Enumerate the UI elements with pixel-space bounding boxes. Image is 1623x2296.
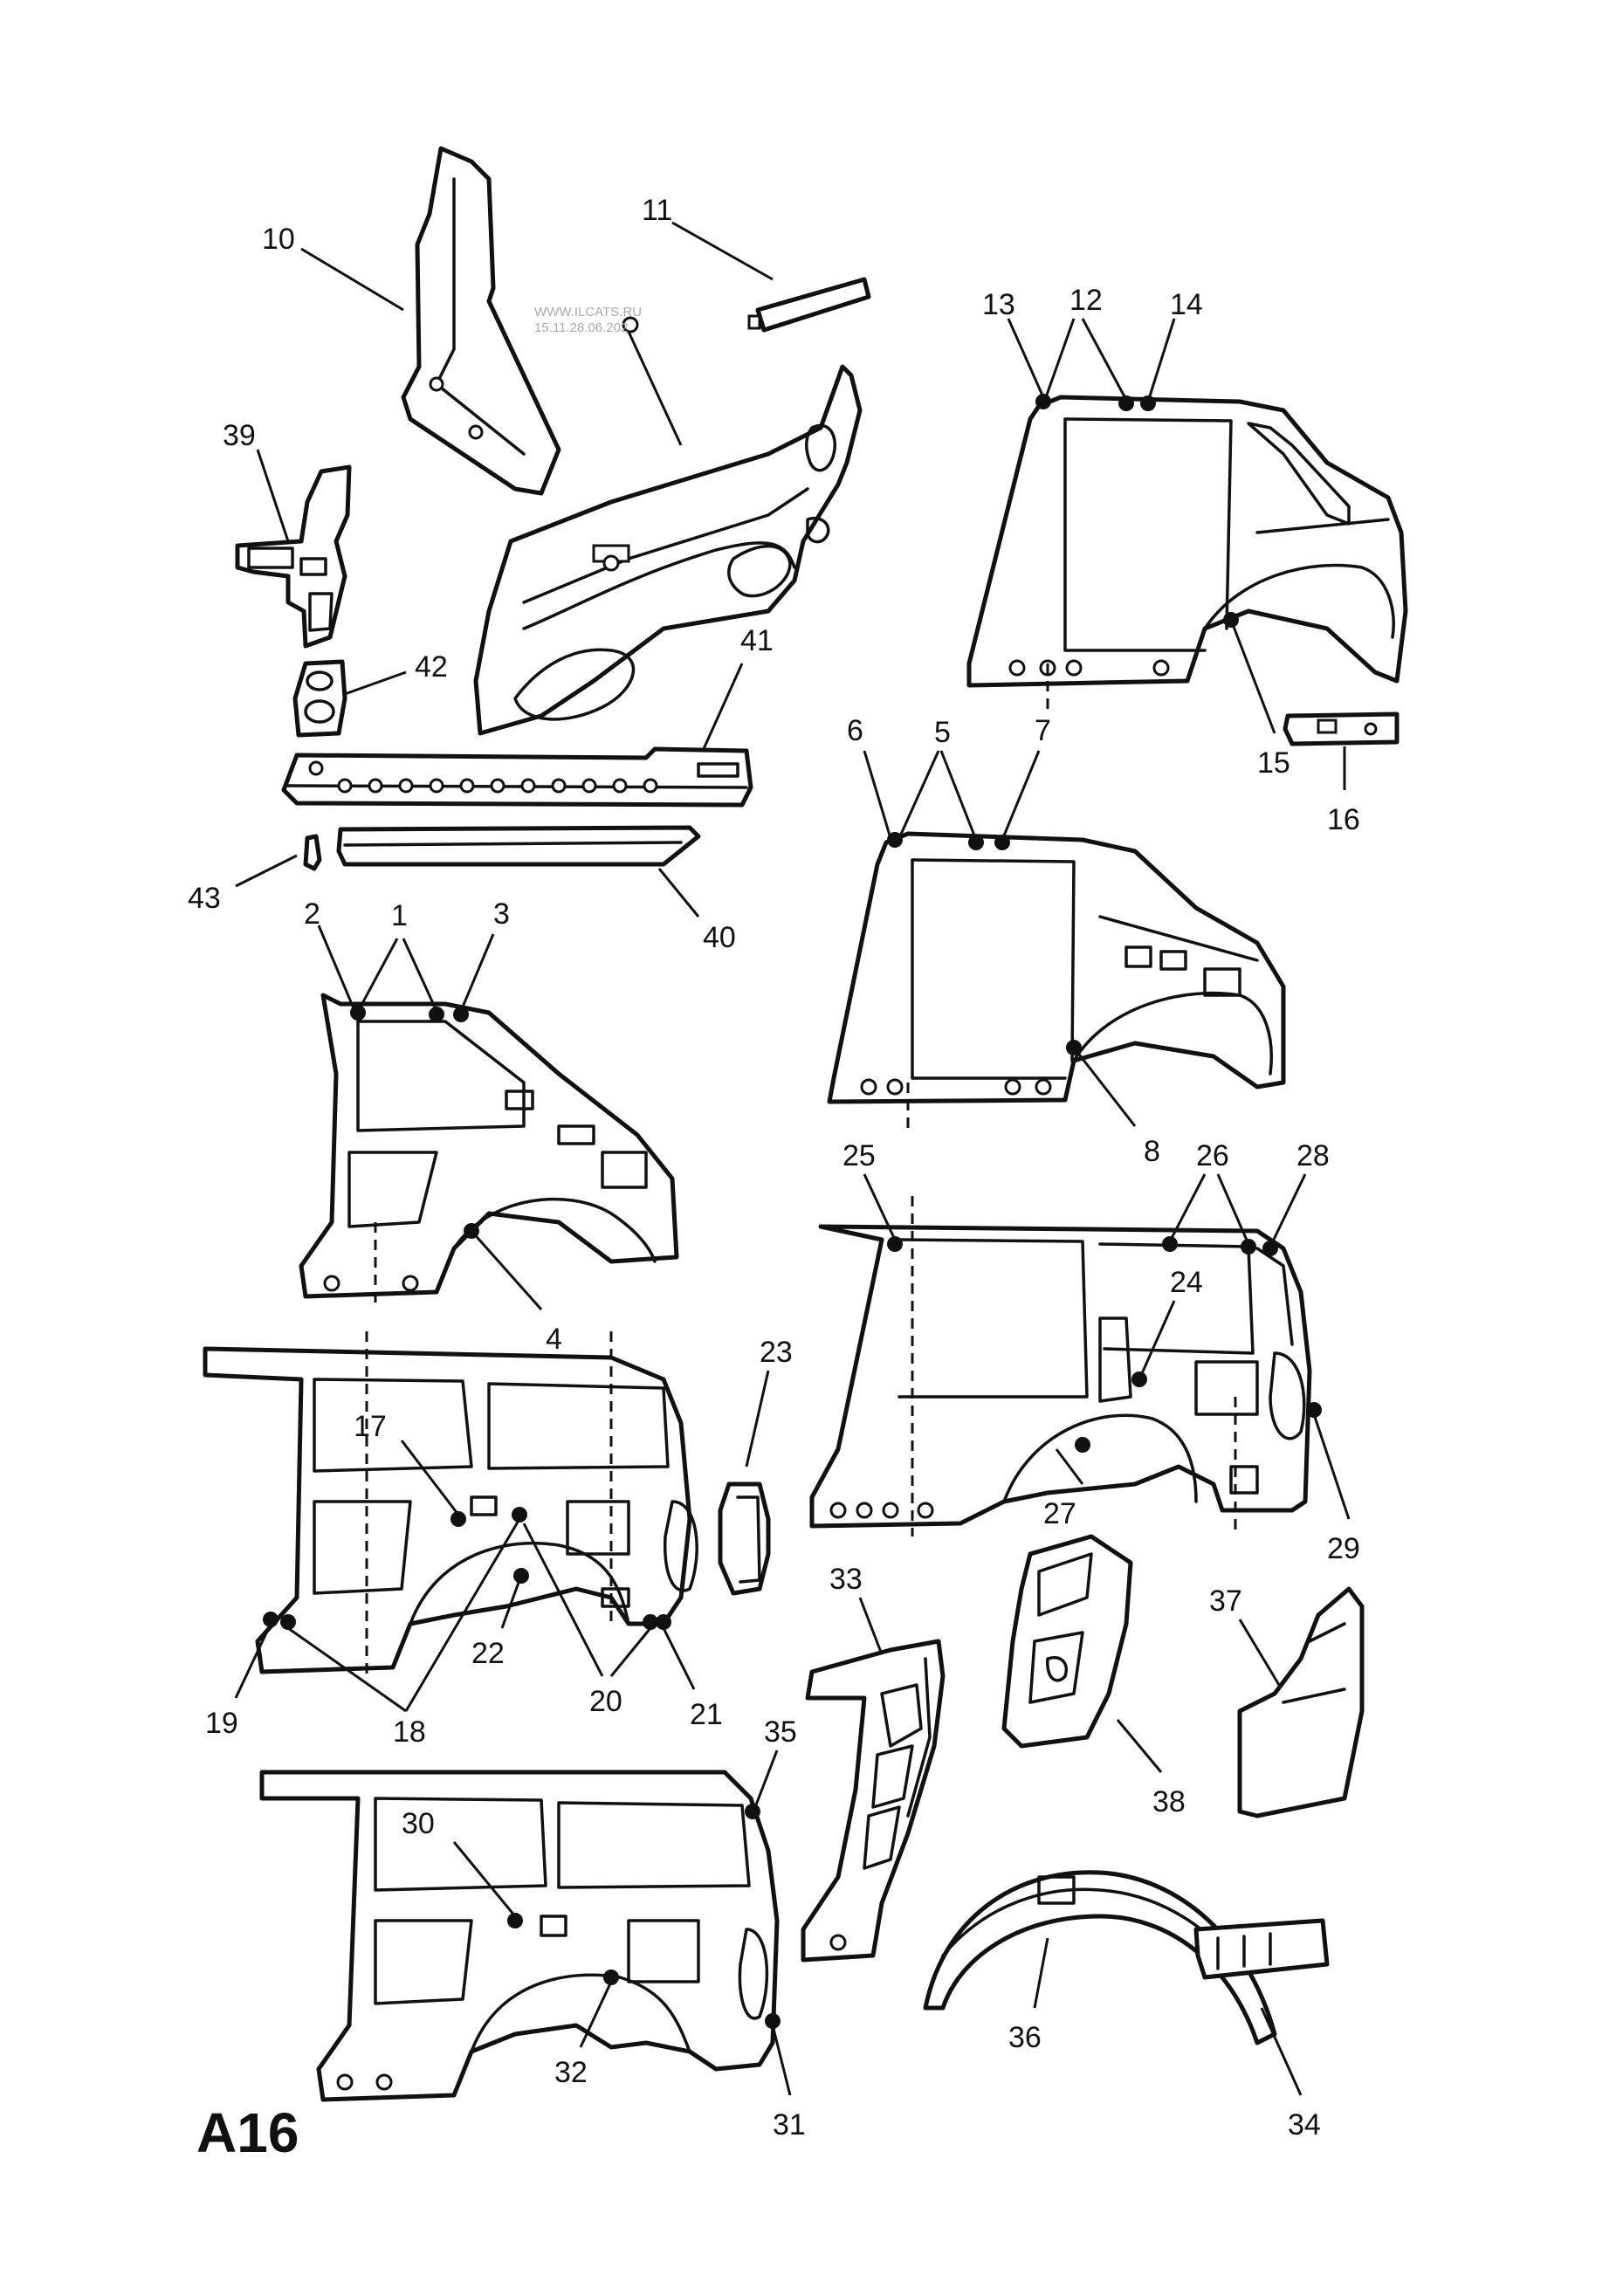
callout-34: 34 [1288,2108,1321,2141]
part-34-bracket [1193,1918,1330,1980]
callout-31: 31 [773,2108,806,2141]
leader-lines [234,221,1351,2096]
callout-21: 21 [690,1698,723,1731]
callout-18: 18 [393,1715,426,1749]
part-40-sill-lower [336,825,701,867]
callout-33: 33 [829,1563,863,1596]
body-side-e [203,1331,698,1676]
callout-26: 26 [1196,1139,1229,1172]
callout-35: 35 [764,1715,797,1749]
body-side-f [259,1770,780,2102]
part-38-inner-brace [1001,1534,1133,1749]
part-23-housing [718,1481,771,1596]
callout-42: 42 [415,650,448,684]
watermark-line-1: WWW.ILCATS.RU [534,305,642,320]
callout-2: 2 [304,897,320,931]
callout-22: 22 [471,1637,505,1670]
callout-24: 24 [1170,1266,1203,1299]
callout-1: 1 [391,899,408,932]
callout-41: 41 [740,624,774,657]
part-11-strip [747,277,871,333]
side-frame-b [827,831,1286,1135]
callout-8: 8 [1144,1135,1160,1168]
callout-40: 40 [703,921,736,954]
callout-23: 23 [760,1336,793,1369]
callout-27: 27 [1043,1497,1076,1530]
part-39-pillar-bracket [235,464,352,649]
callout-numbers: 1 2 3 4 5 6 7 8 10 11 12 13 14 15 16 17 … [188,194,1360,2141]
callout-11: 11 [642,194,672,227]
callout-25: 25 [842,1139,876,1172]
callout-3: 3 [493,897,510,931]
part-16-bracket [1283,711,1399,746]
callout-32: 32 [554,2056,588,2089]
callout-39: 39 [223,419,256,452]
callout-19: 19 [205,1707,238,1740]
callout-5: 5 [934,716,951,749]
callout-12: 12 [1069,284,1103,317]
callout-28: 28 [1296,1139,1330,1172]
callout-4: 4 [546,1323,562,1356]
callout-15: 15 [1257,746,1290,780]
callout-37: 37 [1209,1585,1242,1618]
callout-16: 16 [1327,803,1360,836]
callout-36: 36 [1008,2021,1042,2054]
callout-30: 30 [402,1807,435,1840]
callout-7: 7 [1035,714,1051,747]
part-33-pillar [801,1639,946,1963]
callout-14: 14 [1170,288,1203,321]
part-43-clip [303,834,322,871]
sheet-label: A16 [196,2101,299,2164]
part-41-sill [281,746,753,808]
callout-20: 20 [589,1685,622,1718]
watermark-line-2: 15.11.28.06.202 [534,320,628,335]
callout-10: 10 [262,223,295,256]
callout-6: 6 [847,714,863,747]
side-frame-c [299,993,679,1310]
side-frame-a [966,395,1408,711]
callout-13: 13 [982,288,1015,321]
side-frame-d [809,1196,1312,1536]
callout-17: 17 [354,1410,387,1443]
part-42-reinforcement [292,659,347,738]
part-10-bracket [401,146,561,496]
inner-quarter-panel-upper [473,364,863,736]
callout-43: 43 [188,882,221,915]
part-37-panel [1237,1586,1365,1818]
callout-38: 38 [1152,1785,1186,1818]
callout-29: 29 [1327,1532,1360,1565]
